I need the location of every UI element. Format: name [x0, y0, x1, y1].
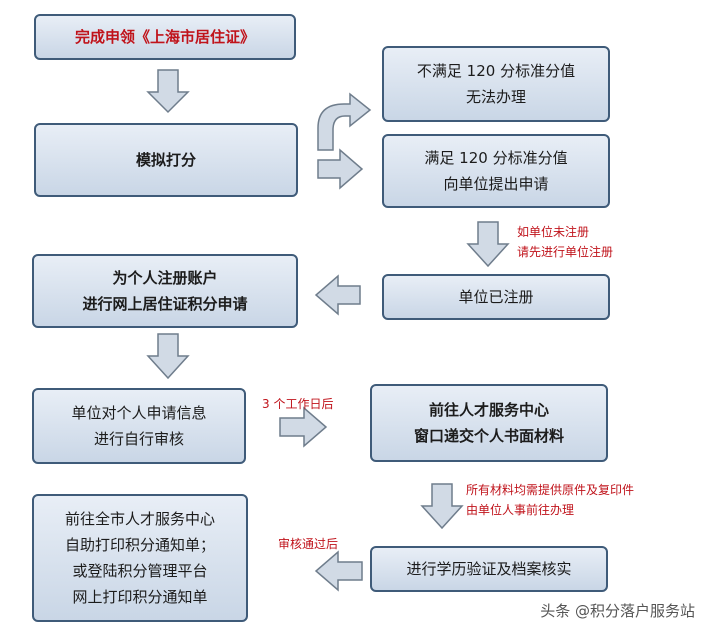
- arrow-left-1: [314, 274, 361, 316]
- watermark: 头条 @积分落户服务站: [540, 602, 695, 620]
- step-print-score-notice: 前往全市人才服务中心 自助打印积分通知单； 或登陆积分管理平台 网上打印积分通知…: [32, 494, 248, 622]
- arrow-down-1: [146, 69, 190, 114]
- arrow-right-1: [317, 148, 364, 190]
- step-score-met: 满足 120 分标准分值 向单位提出申请: [382, 134, 610, 208]
- step-company-registered: 单位已注册: [382, 274, 610, 320]
- note-register-company: 如单位未注册 请先进行单位注册: [517, 225, 614, 259]
- note-materials-originals: 所有材料均需提供原件及复印件 由单位人事前往办理: [466, 483, 635, 517]
- step-apply-residence-permit: 完成申领《上海市居住证》: [34, 14, 296, 60]
- step-score-not-met: 不满足 120 分标准分值 无法办理: [382, 46, 610, 122]
- step-label: 前往人才服务中心 窗口递交个人书面材料: [413, 401, 564, 445]
- step-company-review: 单位对个人申请信息 进行自行审核: [32, 388, 246, 464]
- step-label: 不满足 120 分标准分值 无法办理: [416, 62, 576, 106]
- step-label: 模拟打分: [135, 151, 196, 169]
- arrow-left-2: [314, 550, 363, 592]
- step-label: 前往全市人才服务中心 自助打印积分通知单； 或登陆积分管理平台 网上打印积分通知…: [64, 510, 215, 606]
- step-label: 为个人注册账户 进行网上居住证积分申请: [82, 269, 248, 313]
- step-label: 进行学历验证及档案核实: [406, 560, 572, 578]
- step-label: 完成申领《上海市居住证》: [74, 28, 255, 46]
- step-label: 单位对个人申请信息 进行自行审核: [71, 404, 207, 448]
- step-label: 满足 120 分标准分值 向单位提出申请: [424, 149, 568, 193]
- step-simulated-scoring: 模拟打分: [34, 123, 298, 197]
- arrow-down-2: [466, 221, 510, 268]
- step-label: 单位已注册: [458, 288, 534, 306]
- arrow-down-4: [420, 483, 464, 530]
- step-register-personal-account: 为个人注册账户 进行网上居住证积分申请: [32, 254, 298, 328]
- arrow-curve-up: [317, 92, 372, 151]
- step-verify-education-records: 进行学历验证及档案核实: [370, 546, 608, 592]
- note-after-approval: 审核通过后: [278, 537, 339, 551]
- note-three-workdays: 3 个工作日后: [262, 397, 334, 411]
- arrow-right-2: [279, 406, 328, 448]
- step-submit-materials: 前往人才服务中心 窗口递交个人书面材料: [370, 384, 608, 462]
- arrow-down-3: [146, 333, 190, 380]
